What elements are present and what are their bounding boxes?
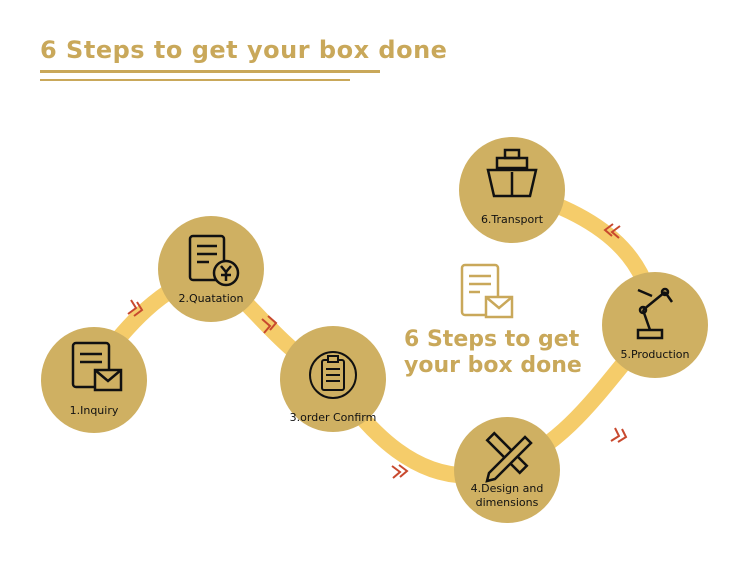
title-underline-thin — [40, 79, 350, 81]
chevron-icon — [127, 299, 144, 317]
pencil-ruler-icon — [485, 431, 533, 483]
chevron-icon — [261, 315, 278, 334]
step-label-4-line2: dimensions — [475, 496, 539, 509]
step-label-1: 1.Inquiry — [69, 404, 119, 417]
invoice-yen-icon — [188, 234, 240, 287]
center-title-line1: 6 Steps to get — [404, 327, 580, 352]
step-label-3: 3.order Confirm — [289, 411, 377, 424]
center-title-line2: your box done — [404, 353, 582, 378]
center-title: 6 Steps to get your box done — [404, 327, 584, 379]
page-title: 6 Steps to get your box done — [40, 36, 448, 64]
step-circle-3 — [280, 326, 386, 432]
step-label-2: 2.Quatation — [178, 292, 244, 305]
step-label-4-line1: 4.Design and — [470, 482, 544, 495]
chevron-icon — [610, 427, 628, 443]
step-circle-4 — [454, 417, 560, 523]
step-circle-5 — [602, 272, 708, 378]
step-label-5: 5.Production — [620, 348, 690, 361]
step-circle-2 — [158, 216, 264, 322]
clipboard-icon — [309, 351, 357, 399]
step-label-4: 4.Design and dimensions — [452, 482, 562, 510]
step-label-6: 6.Transport — [480, 213, 544, 226]
chevron-icon — [603, 223, 621, 239]
chevron-icon — [391, 464, 409, 479]
title-underline — [40, 70, 380, 73]
document-mail-icon — [71, 341, 123, 392]
ship-icon — [486, 148, 538, 198]
invoice-mail-icon — [460, 263, 514, 319]
robot-arm-icon — [636, 287, 674, 340]
